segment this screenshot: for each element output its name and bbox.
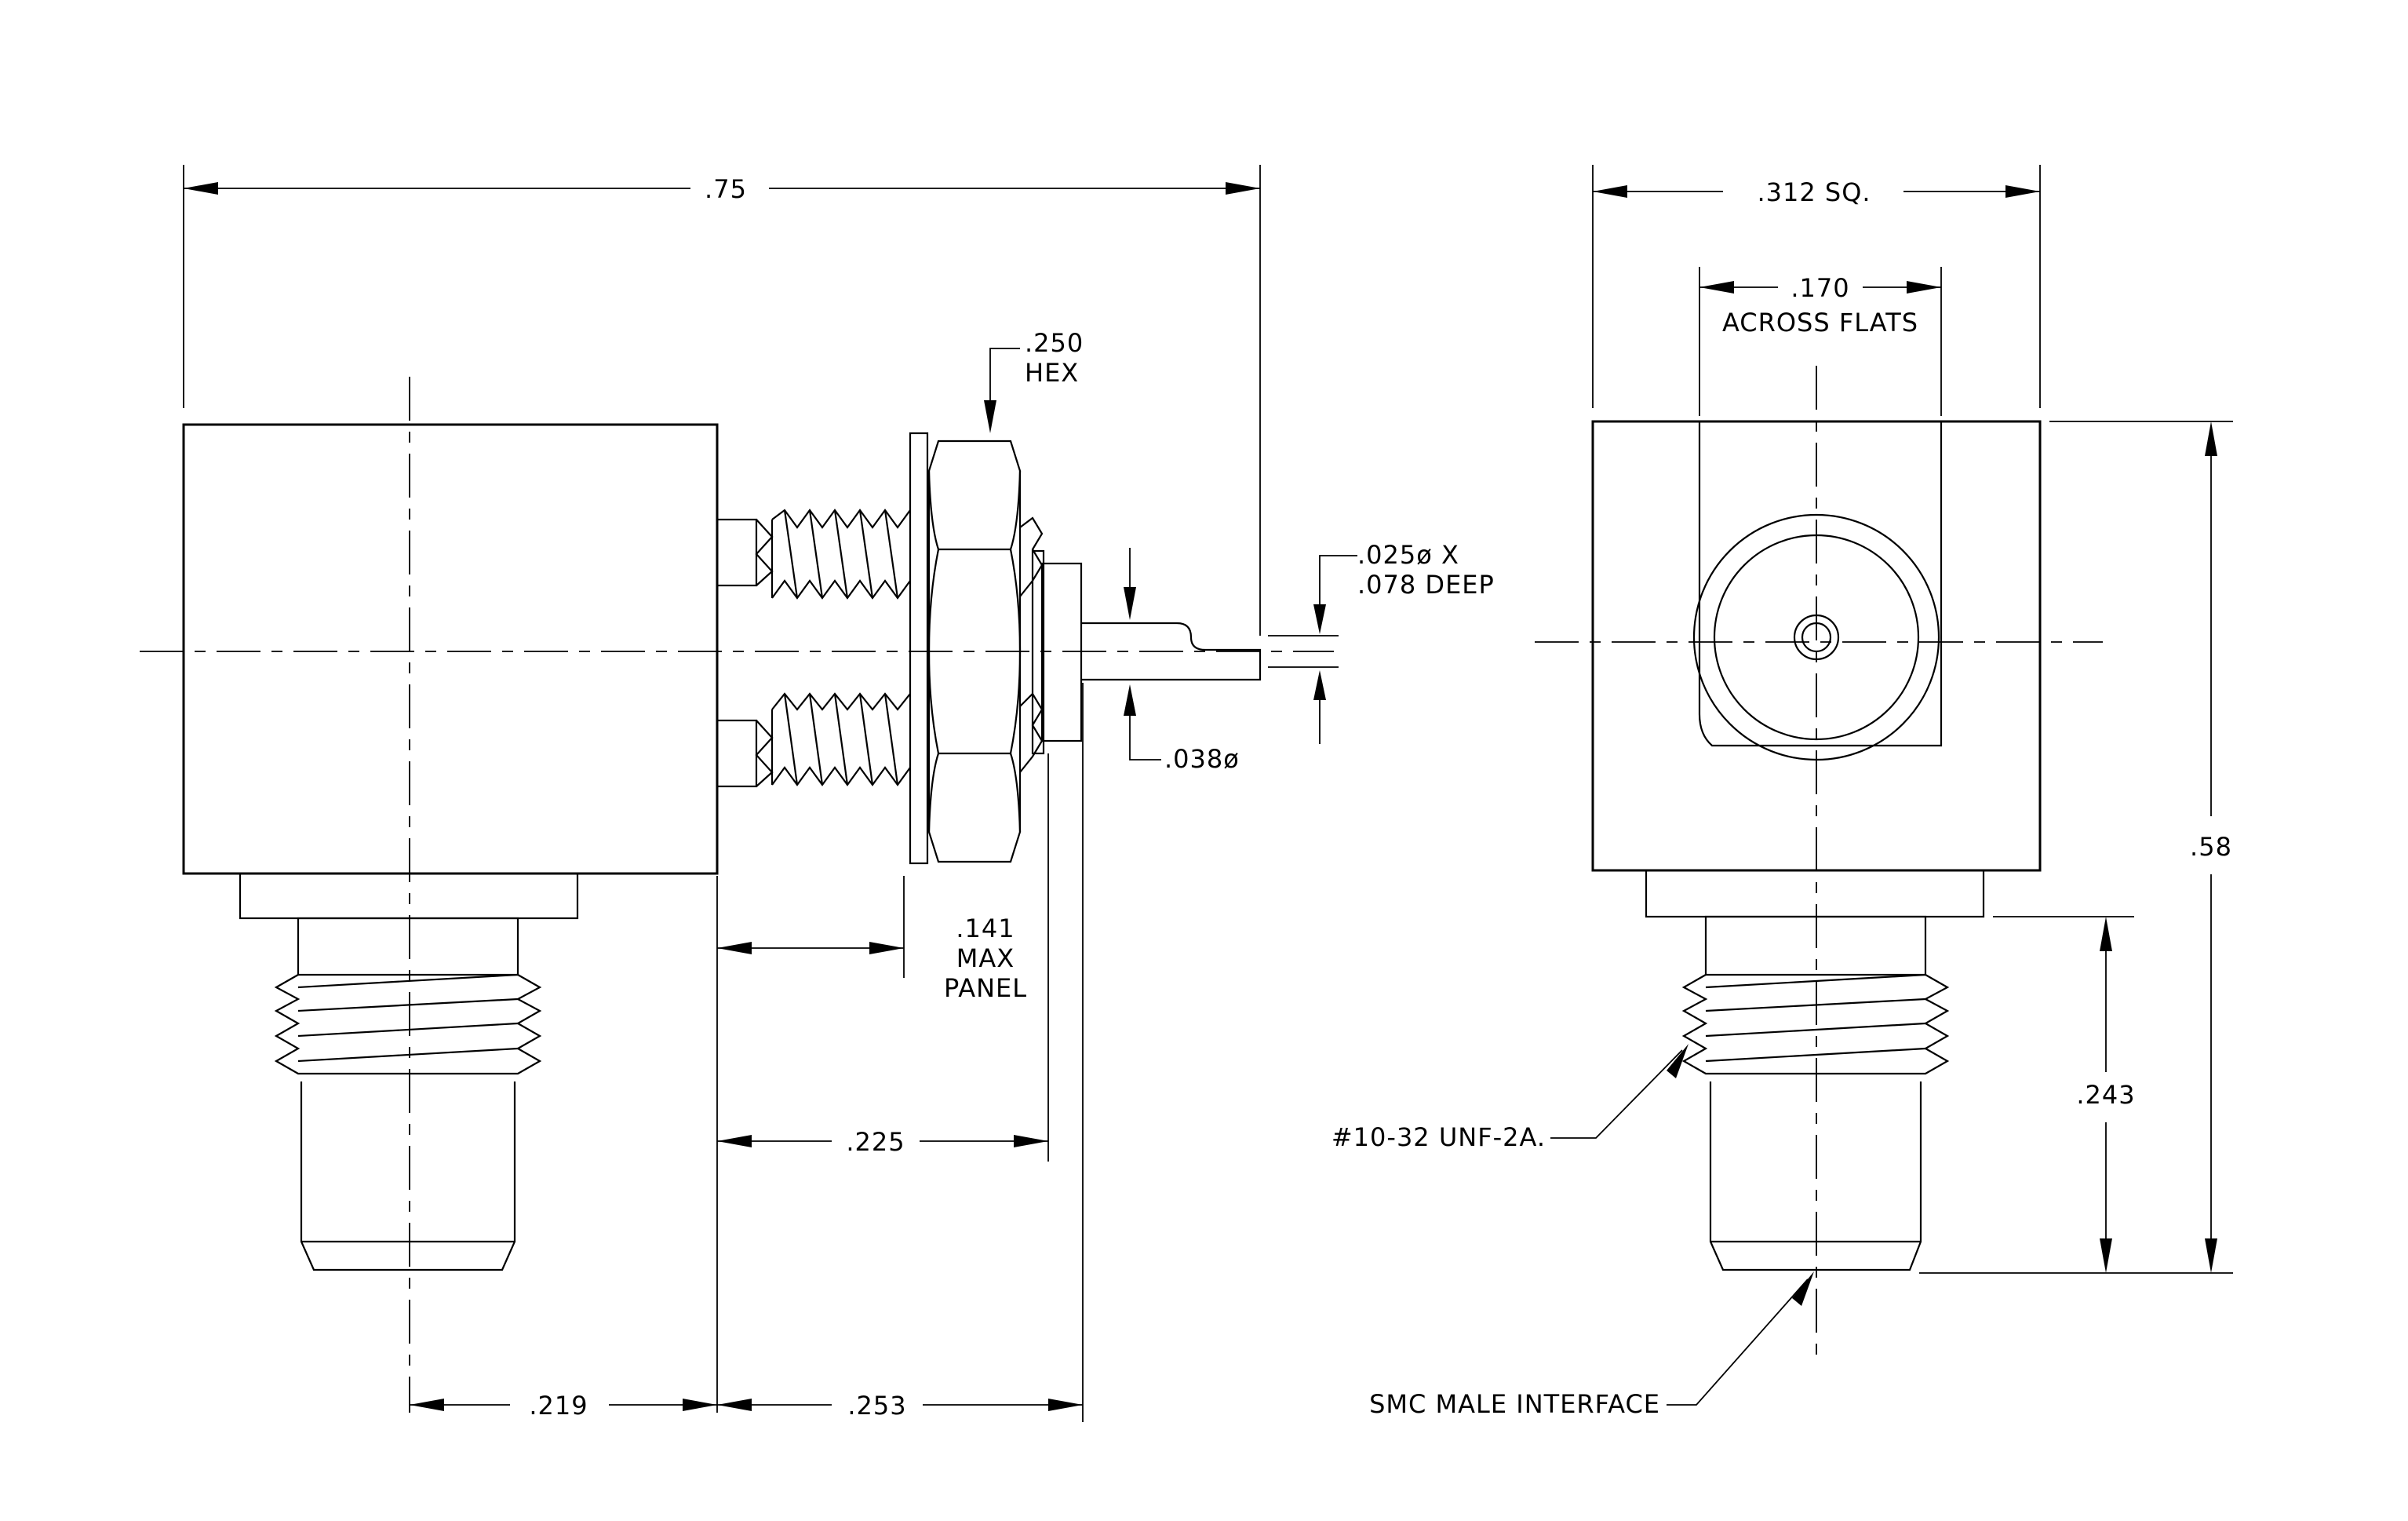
dim-interface: SMC MALE INTERFACE <box>1369 1389 1660 1419</box>
dim-panel-thickness: .141 <box>956 914 1015 943</box>
end-body <box>1591 420 2042 872</box>
dim-overall-height: .58 <box>2190 832 2232 862</box>
dim-body-width: .312 SQ. <box>1757 177 1871 207</box>
side-thread-upper <box>755 519 774 586</box>
side-panel-washer <box>909 432 929 865</box>
side-flange <box>1040 562 1083 742</box>
dim-thread-length: .243 <box>2076 1080 2135 1110</box>
side-lower-tip <box>300 1081 516 1271</box>
dim-body-to-flange: .225 <box>846 1127 905 1157</box>
dim-pin-hole: .025ø X <box>1357 540 1459 570</box>
side-lower-thread <box>274 974 542 1075</box>
dim-pin-hole-depth: .078 DEEP <box>1357 570 1495 600</box>
end-neck <box>1704 915 1927 976</box>
dim-pin-diameter: .038ø <box>1164 744 1240 774</box>
side-neck <box>297 917 519 976</box>
side-bushing-lower <box>716 719 758 788</box>
side-shoulder <box>239 872 579 920</box>
dim-body-to-tip: .253 <box>847 1391 906 1421</box>
dim-centerline-to-body: .219 <box>529 1391 588 1421</box>
end-hex-boss <box>1698 421 1943 747</box>
end-view <box>1535 366 2103 1358</box>
side-dimensions: .75 .250 HEX .038ø .025ø X .078 DEEP .14… <box>183 165 1495 1422</box>
dim-across-flats: .170 <box>1791 273 1849 303</box>
dim-across-flats-label: ACROSS FLATS <box>1722 308 1918 337</box>
dim-hex-size: .250 <box>1025 328 1084 358</box>
side-pin <box>1081 622 1262 681</box>
dim-panel-label: PANEL <box>944 973 1027 1003</box>
side-body <box>182 423 719 875</box>
end-thread <box>1681 974 1950 1075</box>
side-thread-lower <box>755 720 774 787</box>
dim-overall-length: .75 <box>705 174 747 204</box>
end-dimensions: .312 SQ. .170 ACROSS FLATS .58 .243 #10-… <box>1332 165 2233 1419</box>
side-view <box>140 377 1334 1413</box>
dim-hex-label: HEX <box>1025 358 1079 388</box>
end-shoulder <box>1645 869 1985 918</box>
dim-thread-spec: #10-32 UNF-2A. <box>1332 1122 1546 1152</box>
side-bushing-upper <box>716 518 758 587</box>
dim-panel-max: MAX <box>956 943 1015 973</box>
side-hex-nut <box>927 440 1022 863</box>
